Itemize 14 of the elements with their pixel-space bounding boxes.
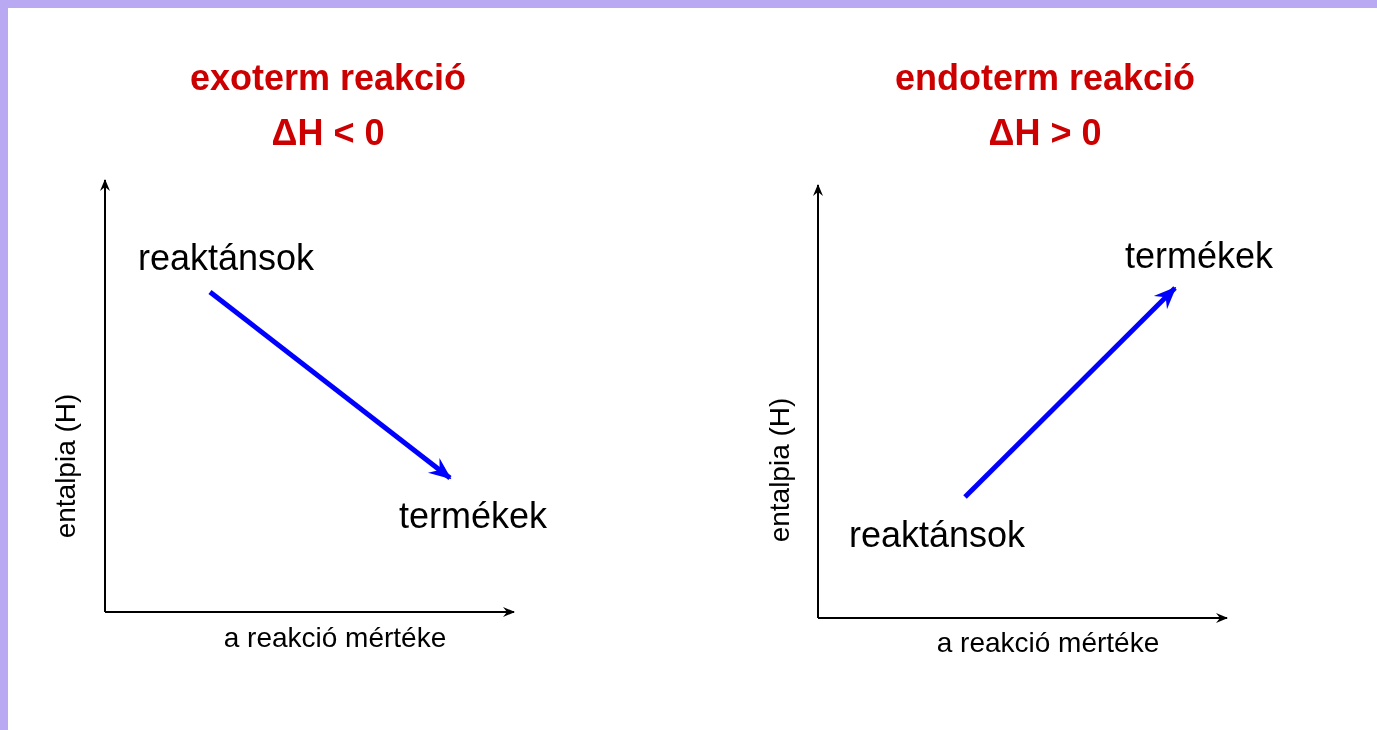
chart-title: exoterm reakció <box>189 60 467 96</box>
axis-label: a reakció mértéke <box>936 629 1160 657</box>
arrow <box>963 286 1177 499</box>
chart-title: endoterm reakció <box>894 60 1196 96</box>
node-label: reaktánsok <box>137 240 315 276</box>
axis-label: entalpia (H) <box>766 397 794 543</box>
arrow <box>208 290 452 480</box>
axis-label: entalpia (H) <box>52 393 80 539</box>
node-label: termékek <box>398 498 547 534</box>
node-label: termékek <box>1124 238 1273 274</box>
node-label: reaktánsok <box>848 517 1026 553</box>
chart-title: ΔH > 0 <box>988 115 1102 151</box>
axis-label: a reakció mértéke <box>223 624 447 652</box>
chart-title: ΔH < 0 <box>271 115 385 151</box>
